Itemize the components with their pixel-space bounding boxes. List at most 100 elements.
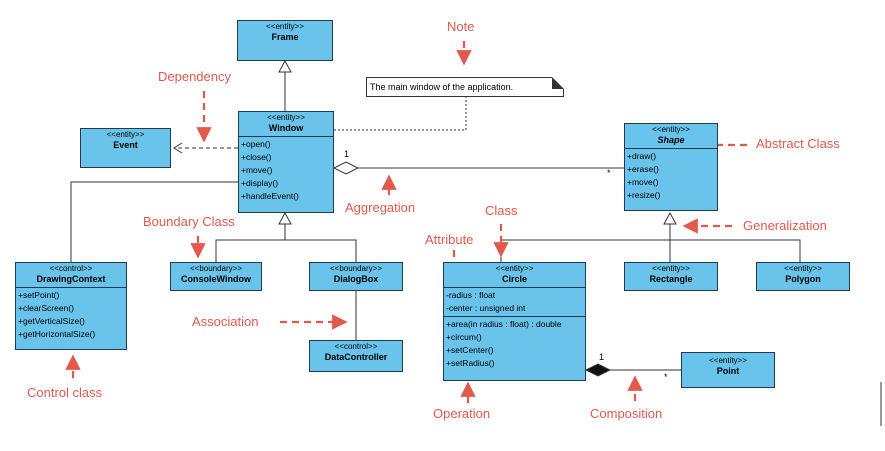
operation: +getHorizontalSize() <box>18 329 96 339</box>
label-control-class: Control class <box>27 385 103 400</box>
class-name: DialogBox <box>333 274 379 284</box>
stereotype: <<entity>> <box>652 125 690 134</box>
class-shape[interactable]: <<entity>> Shape +draw() +erase() +move(… <box>624 123 718 211</box>
dependency-window-event <box>173 142 238 154</box>
operation: +close() <box>241 152 272 162</box>
annotation-arrows <box>65 41 747 403</box>
operation: +open() <box>241 139 271 149</box>
stereotype: <<entity>> <box>652 264 690 273</box>
class-polygon[interactable]: <<entity>> Polygon <box>756 262 850 291</box>
class-header: <<entity>> Event <box>81 129 170 153</box>
operation: +setCenter() <box>446 345 494 355</box>
stereotype: <<entity>> <box>267 113 305 122</box>
class-header: <<entity>> Rectangle <box>625 263 717 287</box>
stereotype: <<control>> <box>334 342 378 351</box>
operations-section: +setPoint() +clearScreen() +getVerticalS… <box>16 287 126 342</box>
stereotype: <<entity>> <box>266 22 304 31</box>
generalization-boundaries-window <box>215 211 357 262</box>
label-note: Note <box>447 19 475 34</box>
operation: +handleEvent() <box>241 191 299 201</box>
note-box[interactable]: The main window of the application. <box>366 77 564 97</box>
operations-section: +area(in radius : float) : double +circu… <box>444 316 585 371</box>
operation: +circum() <box>446 332 482 342</box>
operation: +draw() <box>627 151 657 161</box>
operation: +erase() <box>627 164 659 174</box>
label-attribute: Attribute <box>425 232 474 247</box>
label-generalization: Generalization <box>743 218 827 233</box>
class-window[interactable]: <<entity>> Window +open() +close() +move… <box>238 111 334 213</box>
class-header: <<entity>> Circle <box>444 263 585 287</box>
class-header: <<entity>> Shape <box>625 124 717 148</box>
class-header: <<control>> DataController <box>310 341 402 365</box>
class-drawingcontext[interactable]: <<control>> DrawingContext +setPoint() +… <box>15 262 127 350</box>
operations-section: +draw() +erase() +move() +resize() <box>625 148 717 203</box>
operation: +resize() <box>627 190 661 200</box>
attribute: -center : unsigned int <box>446 303 526 313</box>
label-association: Association <box>192 314 259 329</box>
class-consolewindow[interactable]: <<boundary>> ConsoleWindow <box>170 262 262 291</box>
stereotype: <<entity>> <box>709 356 747 365</box>
association-window-drawingcontext <box>70 181 238 262</box>
note-text: The main window of the application. <box>370 82 514 92</box>
stereotype: <<boundary>> <box>189 264 243 273</box>
class-rectangle[interactable]: <<entity>> Rectangle <box>624 262 718 291</box>
stereotype: <<control>> <box>49 264 93 273</box>
stereotype: <<boundary>> <box>329 264 383 273</box>
scrollbar-thumb[interactable] <box>880 382 882 426</box>
operations-section: +open() +close() +move() +display() +han… <box>239 136 333 204</box>
class-header: <<entity>> Frame <box>238 21 332 45</box>
composition-circle-point <box>584 363 681 377</box>
operation: +move() <box>241 165 273 175</box>
operation: +clearScreen() <box>18 303 74 313</box>
multiplicity-circle: 1 <box>599 352 605 362</box>
stereotype: <<entity>> <box>784 264 822 273</box>
label-operation: Operation <box>433 406 491 421</box>
attributes-section: -radius : float -center : unsigned int <box>444 287 585 316</box>
class-name: Window <box>268 123 304 133</box>
attribute: -radius : float <box>446 290 496 300</box>
label-composition: Composition <box>590 406 663 421</box>
operation: +move() <box>627 177 659 187</box>
operation: +getVerticalSize() <box>18 316 85 326</box>
class-name: Frame <box>271 32 299 42</box>
class-event[interactable]: <<entity>> Event <box>80 128 171 168</box>
label-dependency: Dependency <box>158 69 231 84</box>
operation: +setRadius() <box>446 358 495 368</box>
class-header: <<entity>> Window <box>239 112 333 136</box>
class-header: <<entity>> Polygon <box>757 263 849 287</box>
class-circle[interactable]: <<entity>> Circle -radius : float -cente… <box>443 262 586 381</box>
class-name: ConsoleWindow <box>181 274 251 284</box>
class-name: Point <box>716 366 740 376</box>
note-fold-icon <box>552 77 564 89</box>
operation: +display() <box>241 178 279 188</box>
class-name: Rectangle <box>649 274 693 284</box>
class-frame[interactable]: <<entity>> Frame <box>237 20 333 61</box>
multiplicity-window: 1 <box>344 149 350 159</box>
label-aggregation: Aggregation <box>345 200 416 215</box>
stereotype: <<entity>> <box>106 130 145 139</box>
multiplicity-point: * <box>664 372 668 382</box>
label-abstract-class: Abstract Class <box>756 136 840 151</box>
class-name: DataController <box>324 352 388 362</box>
aggregation-window-shape <box>332 161 624 175</box>
class-header: <<control>> DrawingContext <box>16 263 126 287</box>
stereotype: <<entity>> <box>495 264 534 273</box>
label-class: Class <box>485 203 518 218</box>
class-name: Polygon <box>785 274 821 284</box>
class-header: <<boundary>> DialogBox <box>310 263 402 287</box>
note-anchor-line <box>334 96 467 131</box>
generalization-window-frame <box>278 59 292 111</box>
operation: +setPoint() <box>18 290 60 300</box>
class-header: <<entity>> Point <box>682 353 774 379</box>
class-name: Circle <box>501 274 527 284</box>
class-name: Shape <box>657 135 685 145</box>
class-point[interactable]: <<entity>> Point <box>681 352 775 388</box>
class-header: <<boundary>> ConsoleWindow <box>171 263 261 287</box>
class-name: Event <box>113 140 138 150</box>
multiplicity-shape: * <box>607 168 611 178</box>
class-datacontroller[interactable]: <<control>> DataController <box>309 340 403 372</box>
class-dialogbox[interactable]: <<boundary>> DialogBox <box>309 262 403 291</box>
label-boundary-class: Boundary Class <box>143 214 235 229</box>
class-name: DrawingContext <box>36 274 106 284</box>
